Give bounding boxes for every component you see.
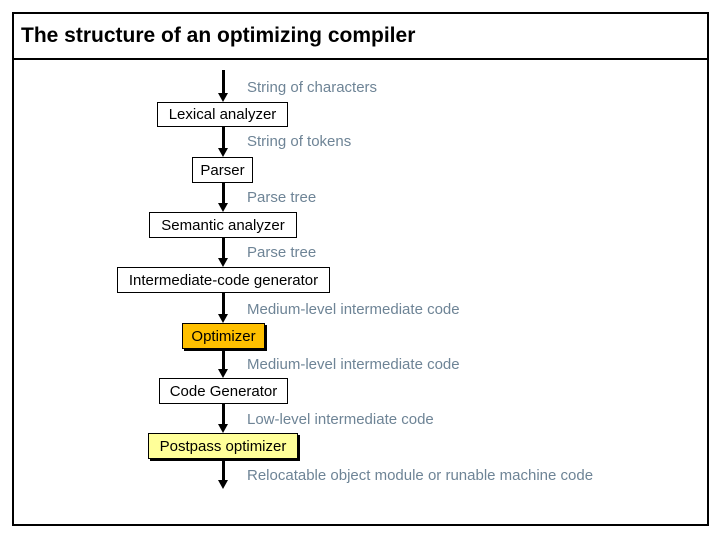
edge-label-parse-tree-2: Parse tree: [247, 244, 317, 261]
page-title: The structure of an optimizing compiler: [21, 24, 416, 47]
edge-label-string-of-tokens: String of tokens: [247, 133, 352, 150]
arrow-shaft: [222, 349, 225, 370]
arrow-shaft: [222, 459, 225, 481]
down-arrow-7: [217, 404, 230, 433]
arrowhead-icon: [218, 203, 228, 212]
flow-box-label: Parser: [200, 161, 245, 179]
down-arrow-5: [217, 293, 230, 323]
edge-label-string-of-characters: String of characters: [247, 79, 378, 96]
flow-box-label: Semantic analyzer: [161, 216, 285, 234]
flow-box-label: Lexical analyzer: [168, 106, 277, 123]
arrowhead-icon: [218, 424, 228, 433]
down-arrow-4: [217, 238, 230, 267]
edge-label-medium-level-ic-2: Medium-level intermediate code: [247, 356, 460, 373]
down-arrow-1: [217, 70, 230, 102]
flow-box-label: Postpass optimizer: [159, 437, 287, 455]
arrowhead-icon: [218, 369, 228, 378]
edge-label-relocatable-object-module: Relocatable object module or runable mac…: [247, 467, 594, 484]
flow-box-lexical-analyzer: Lexical analyzer: [157, 102, 288, 127]
flow-box-optimizer: Optimizer: [182, 323, 265, 349]
flow-box-label: Intermediate-code generator: [128, 271, 319, 289]
arrow-shaft: [222, 404, 225, 425]
flow-box-parser: Parser: [192, 157, 253, 183]
arrowhead-icon: [218, 93, 228, 102]
down-arrow-3: [217, 183, 230, 212]
arrow-shaft: [222, 127, 225, 149]
down-arrow-6: [217, 349, 230, 378]
down-arrow-2: [217, 127, 230, 157]
arrowhead-icon: [218, 480, 228, 489]
edge-label-medium-level-ic-1: Medium-level intermediate code: [247, 301, 460, 318]
down-arrow-8: [217, 459, 230, 489]
flow-box-intermediate-code-generator: Intermediate-code generator: [117, 267, 330, 293]
arrowhead-icon: [218, 148, 228, 157]
edge-label-parse-tree-1: Parse tree: [247, 189, 317, 206]
arrowhead-icon: [218, 314, 228, 323]
arrow-shaft: [222, 238, 225, 259]
edge-label-low-level-ic: Low-level intermediate code: [247, 411, 434, 428]
title-bar: The structure of an optimizing compiler: [14, 14, 707, 60]
flow-box-code-generator: Code Generator: [159, 378, 288, 404]
flow-box-postpass-optimizer: Postpass optimizer: [148, 433, 298, 459]
arrow-shaft: [222, 183, 225, 204]
arrow-shaft: [222, 70, 225, 94]
flow-box-semantic-analyzer: Semantic analyzer: [149, 212, 297, 238]
flow-box-label: Code Generator: [169, 382, 278, 400]
flow-box-label: Optimizer: [191, 327, 256, 345]
arrowhead-icon: [218, 258, 228, 267]
arrow-shaft: [222, 293, 225, 315]
